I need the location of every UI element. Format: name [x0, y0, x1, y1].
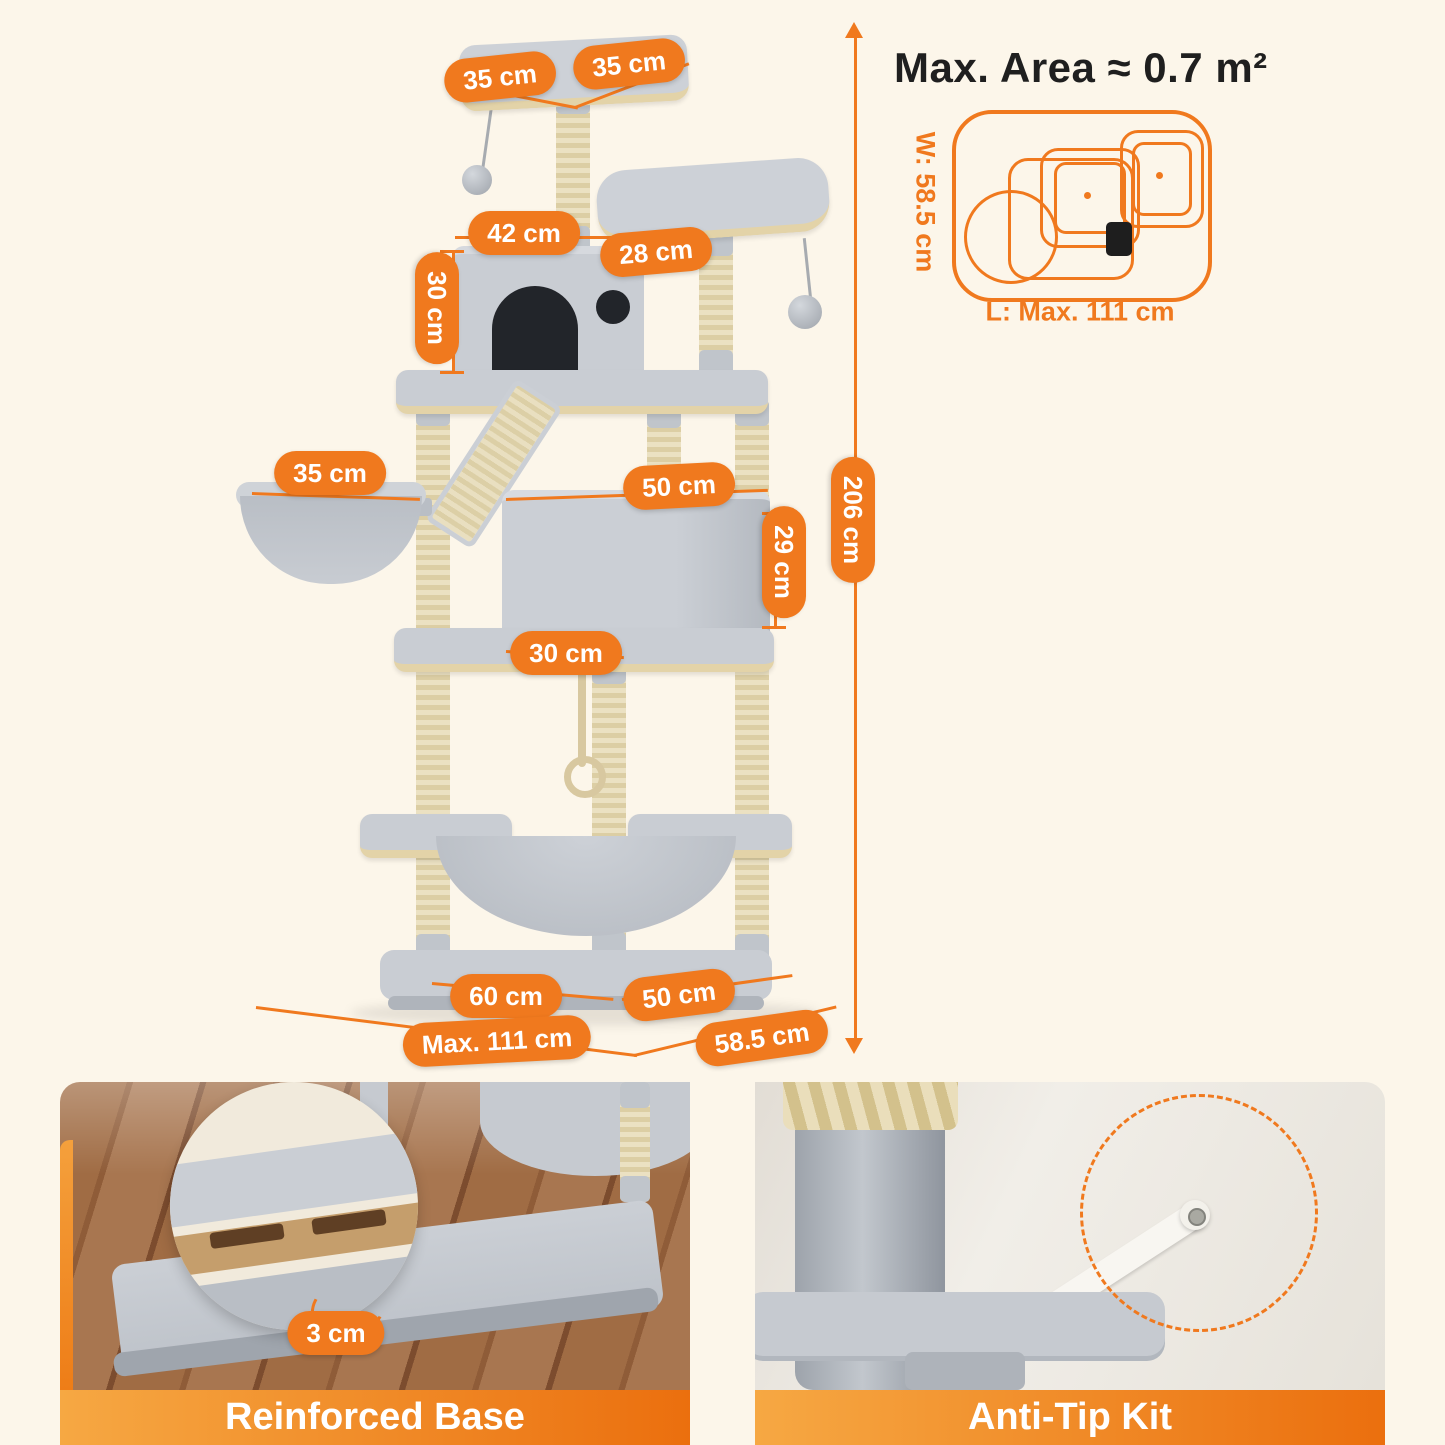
highlight-dashed-circle — [1080, 1094, 1318, 1332]
condo-round-hole — [596, 290, 630, 324]
dimension-line — [255, 1006, 638, 1058]
tunnel-shape — [480, 1082, 690, 1176]
reinforced-base-caption: Reinforced Base — [60, 1390, 690, 1445]
footprint-dot — [1156, 172, 1163, 179]
anti-tip-photo — [755, 1082, 1385, 1390]
dimension-line — [633, 1005, 837, 1057]
dimension-line — [621, 974, 793, 1001]
max-area-diagram: Max. Area ≈ 0.7 m² W: 58.5 cm L: Max. 11… — [880, 30, 1300, 350]
anti-tip-panel: Anti-Tip Kit — [755, 1082, 1385, 1445]
footprint-square — [1040, 148, 1140, 248]
footprint-length-label: L: Max. 111 cm — [985, 296, 1175, 327]
dimension-line — [455, 236, 613, 239]
pompom-toy — [788, 295, 822, 329]
dimension-tick — [762, 512, 786, 515]
footprint-dot — [1084, 192, 1091, 199]
footprint-square-inner — [1132, 142, 1192, 216]
dimension-line — [452, 252, 455, 374]
height-dimension-line — [854, 36, 857, 1040]
scratching-post — [620, 1082, 650, 1202]
dimension-line — [431, 982, 614, 1001]
max-area-title: Max. Area ≈ 0.7 m² — [894, 44, 1268, 91]
arrow-up-icon — [845, 22, 863, 38]
pompom-toy — [462, 165, 492, 195]
anti-tip-caption: Anti-Tip Kit — [755, 1390, 1385, 1445]
plush-post-stub — [905, 1352, 1025, 1390]
cat-cube — [502, 490, 770, 651]
dimension-line — [251, 492, 420, 501]
dimension-line — [505, 650, 624, 660]
dimension-tick — [440, 371, 464, 374]
platform — [396, 370, 768, 414]
zoom-circle-inset — [170, 1082, 418, 1330]
sisal-rope-wrap — [783, 1082, 958, 1130]
arrow-down-icon — [845, 1038, 863, 1054]
plush-platform — [755, 1292, 1165, 1356]
dimension-line — [774, 514, 777, 628]
play-rope — [578, 662, 586, 767]
play-rope-loop — [564, 756, 606, 798]
footprint-square-inner — [1054, 162, 1126, 234]
dimension-line — [505, 488, 768, 501]
dimension-tick — [762, 626, 786, 629]
footprint-square — [1120, 130, 1204, 228]
footprint-outline-box — [952, 110, 1212, 302]
dimension-line — [461, 84, 579, 110]
dimension-tick — [440, 250, 464, 253]
panel-accent-bar — [60, 1140, 73, 1390]
footprint-post-mark — [1106, 222, 1132, 256]
dimension-line — [574, 62, 690, 109]
